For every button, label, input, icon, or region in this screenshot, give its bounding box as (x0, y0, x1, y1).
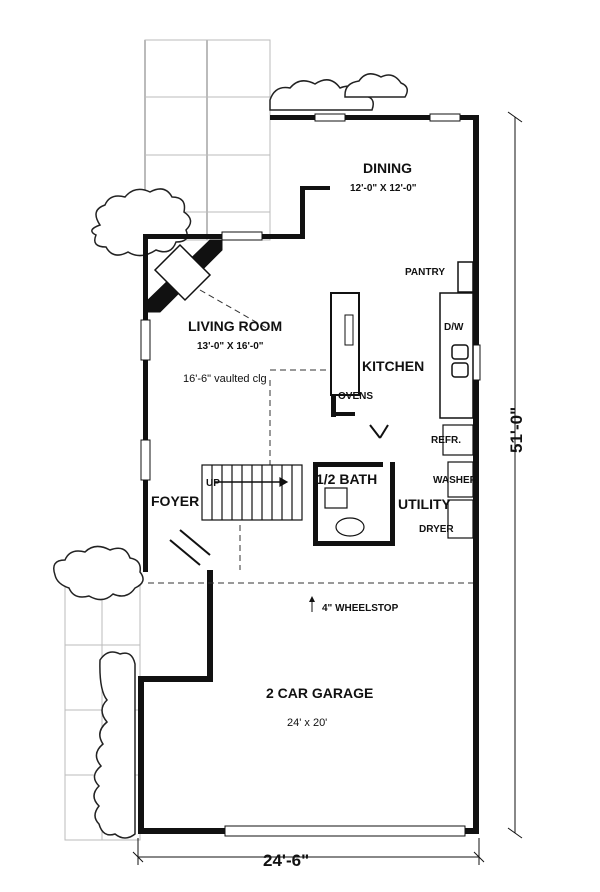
appliances (442, 424, 474, 539)
garage-size: 24' x 20' (287, 717, 327, 729)
dishwasher-label: D/W (444, 322, 464, 333)
foyer-label: FOYER (151, 493, 199, 509)
half-bath-label: 1/2 BATH (316, 471, 377, 487)
ovens-label: OVENS (338, 391, 373, 402)
kitchen-island (330, 292, 360, 396)
wheelstop-label: 4" WHEELSTOP (322, 603, 399, 614)
dryer-label: DRYER (419, 524, 454, 535)
dining-label: DINING (363, 160, 412, 176)
kitchen-counter (439, 261, 474, 419)
washer-label: WASHER (433, 475, 478, 486)
refrigerator-label: REFR. (431, 435, 461, 446)
stair-up-label: UP (206, 478, 220, 489)
door-swings (169, 424, 389, 566)
stair (201, 464, 303, 521)
interior-walls (300, 186, 395, 546)
living-room-label: LIVING ROOM (188, 318, 282, 334)
utility-label: UTILITY (398, 496, 452, 512)
living-room-size: 13'-0" X 16'-0" (197, 341, 264, 352)
bath-fixtures (324, 487, 365, 537)
dining-size: 12'-0" X 12'-0" (350, 183, 417, 194)
depth-dimension: 51'-0" (507, 407, 526, 453)
dimension-lines (132, 111, 523, 865)
kitchen-label: KITCHEN (362, 358, 424, 374)
living-room-note: 16'-6" vaulted clg (183, 373, 267, 385)
shrub-icon (53, 73, 408, 839)
garage-label: 2 CAR GARAGE (266, 685, 373, 701)
fireplace-icon (147, 239, 223, 313)
pantry-label: PANTRY (405, 267, 445, 278)
dashed-lines (148, 289, 473, 584)
width-dimension: 24'-6" (263, 851, 309, 870)
wheelstop-arrow (309, 596, 315, 612)
